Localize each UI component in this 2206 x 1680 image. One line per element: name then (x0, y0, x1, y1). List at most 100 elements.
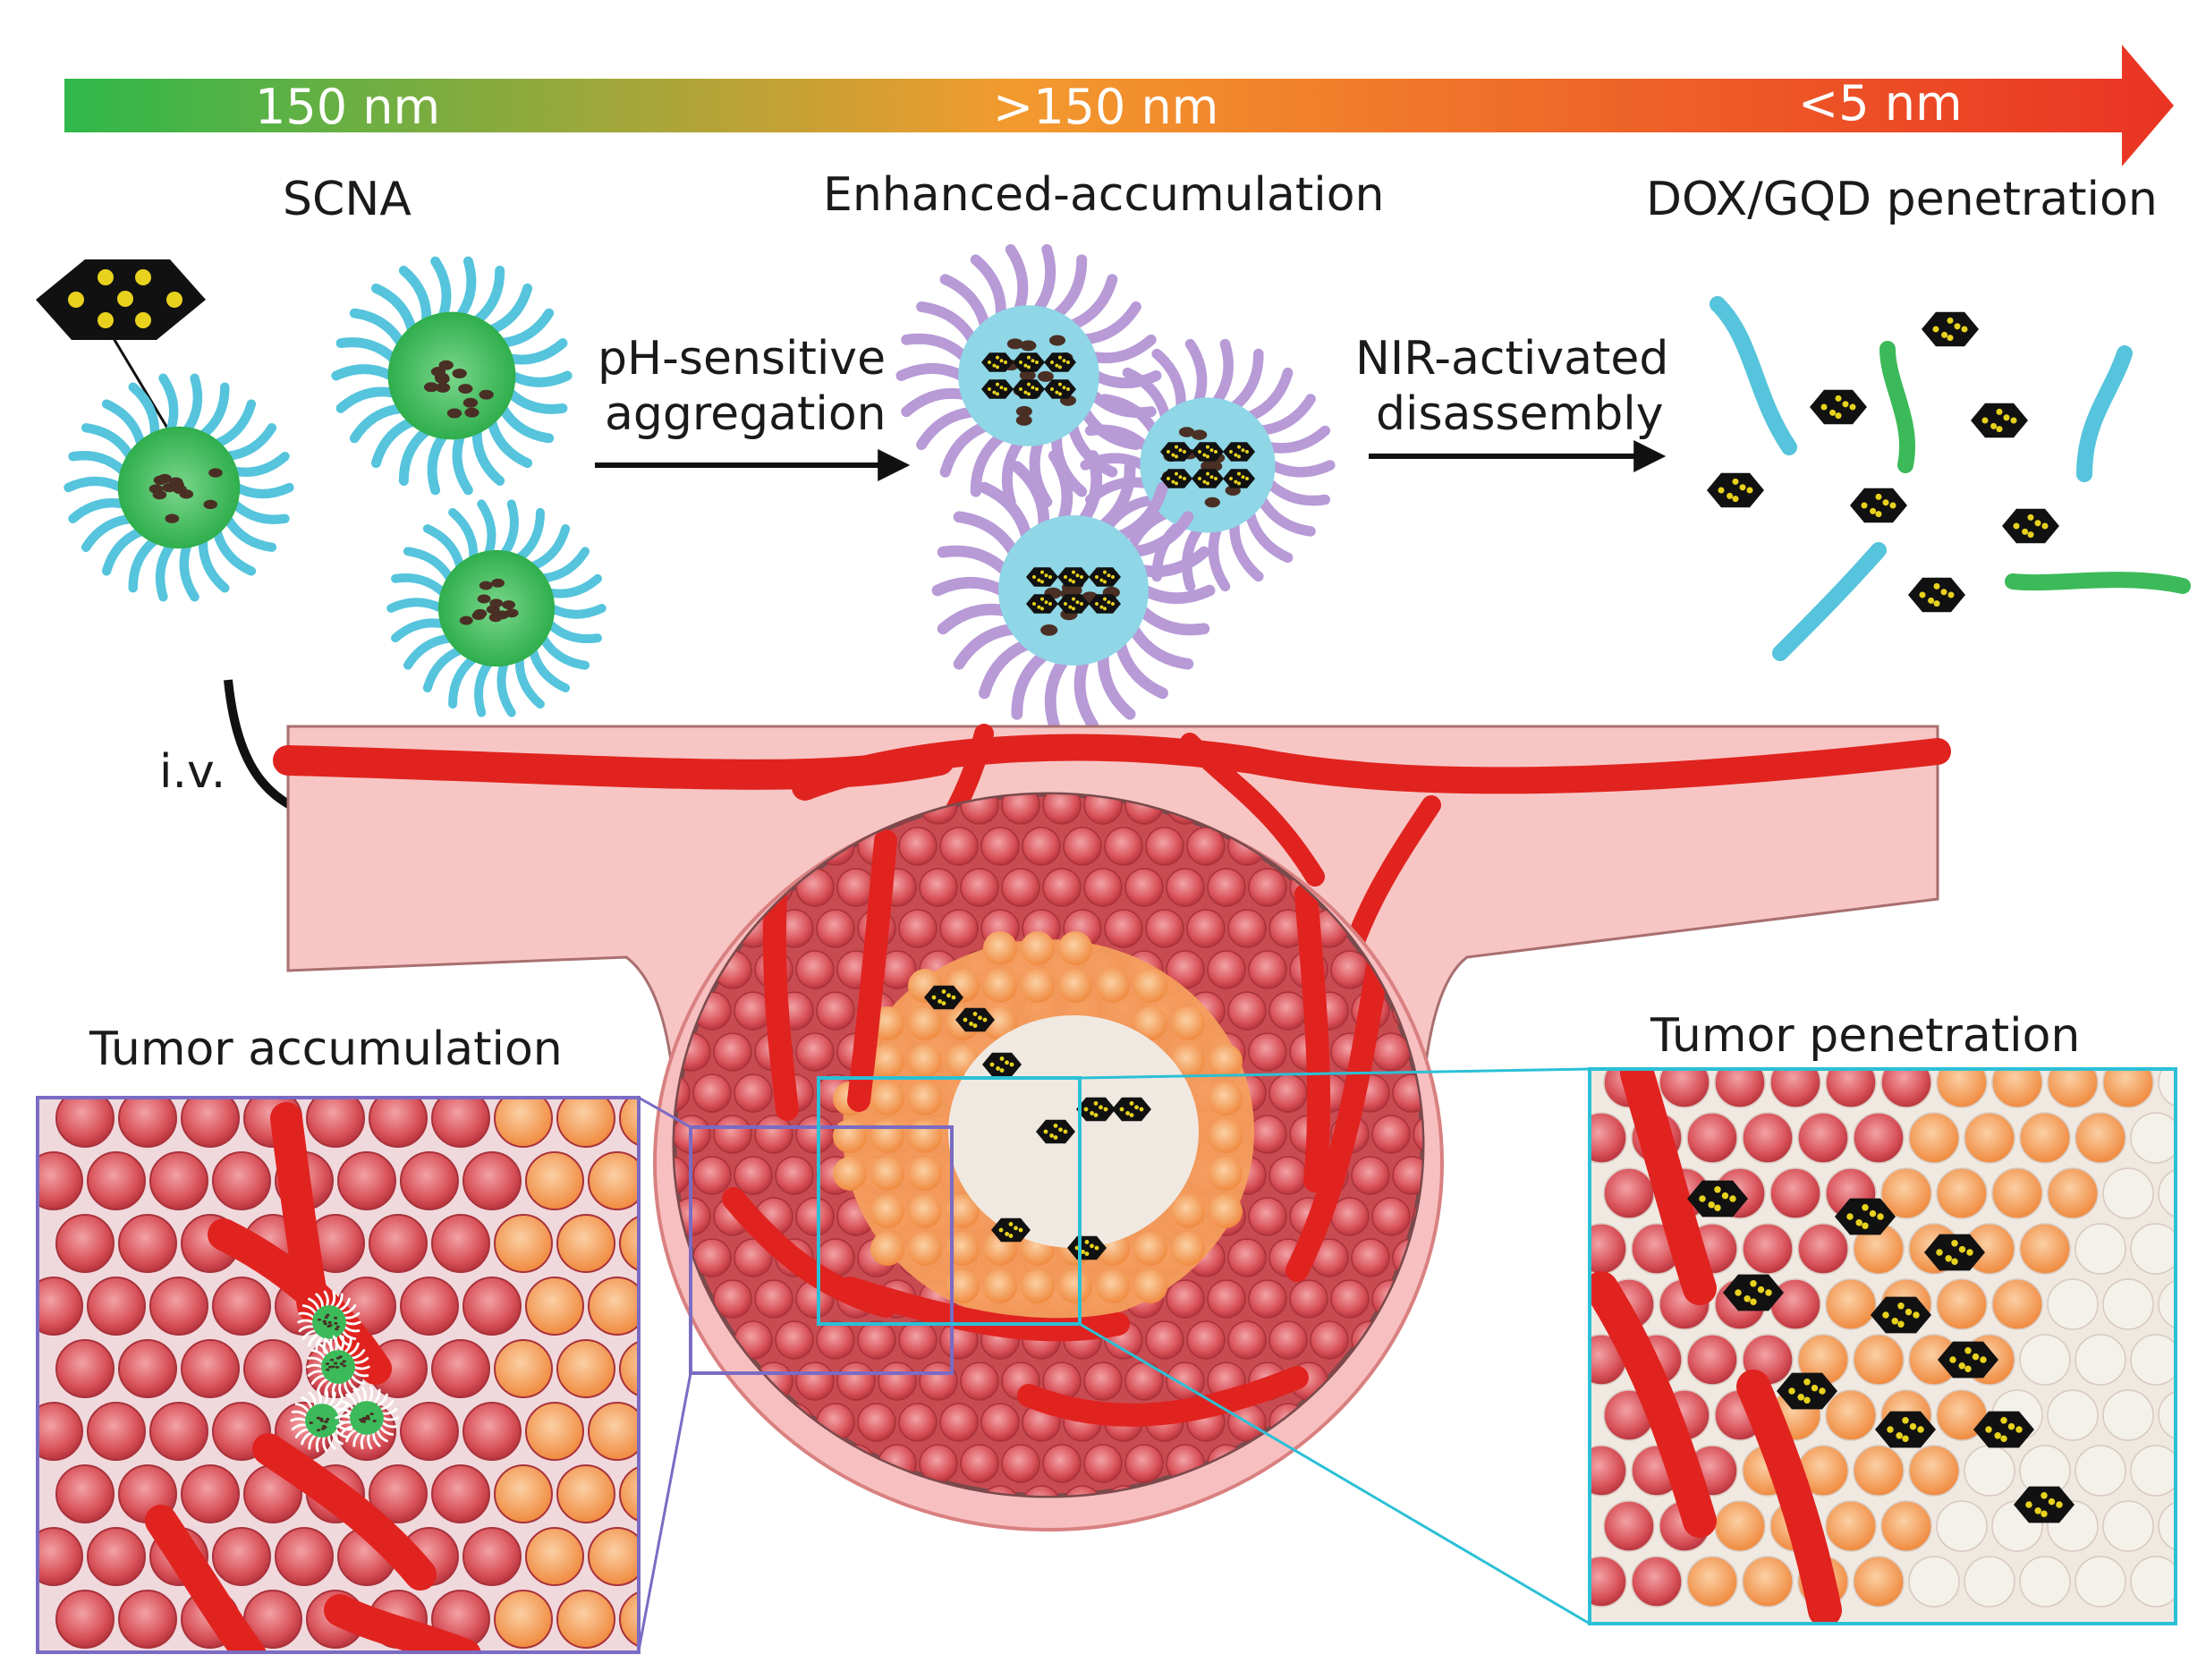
inset-cell (1936, 1167, 1988, 1219)
inset-cell (38, 1151, 83, 1210)
micelle-aggregates (895, 243, 1336, 731)
gqd-particle (1922, 311, 1979, 347)
inset-cell (2158, 1501, 2176, 1551)
gqd-particle (1777, 1372, 1837, 1410)
polymer-strand (1879, 341, 1915, 473)
inset-cell (1991, 1167, 2043, 1219)
inset-cell (1853, 1445, 1905, 1497)
inset-cell (431, 1464, 490, 1523)
inset-cell (494, 1214, 553, 1273)
inset-cell (149, 1151, 208, 1210)
inset-cell (494, 1339, 553, 1398)
inset-cell (2130, 1445, 2176, 1497)
inset-cell (2158, 1168, 2176, 1218)
inset-cell (1797, 1112, 1849, 1164)
inset-cell (2074, 1223, 2126, 1275)
tumor-vessel (847, 829, 897, 1112)
inset-cell (2074, 1445, 2126, 1497)
inset-cell (1714, 1069, 1766, 1108)
inset-cell (400, 1151, 459, 1210)
gqd-particle (1723, 1274, 1784, 1311)
inset-cell (369, 1214, 428, 1273)
inset-cell (1964, 1445, 2015, 1497)
inset-cell (462, 1527, 522, 1586)
inset-cell (1880, 1167, 1932, 1219)
inset-cell (181, 1098, 240, 1148)
inset-cell (275, 1527, 334, 1586)
inset-cell (2158, 1279, 2176, 1329)
inset-tumor-penetration (1588, 1067, 2177, 1625)
inset-cell (431, 1214, 490, 1273)
inset-cell (1631, 1556, 1683, 1608)
gqd-particle (1850, 488, 1907, 523)
inset-cell (1603, 1167, 1655, 1219)
inset-cell (306, 1098, 365, 1148)
inset-cell (588, 1402, 639, 1461)
inset-cell (337, 1151, 396, 1210)
inset-cell (494, 1590, 553, 1649)
inset-cell (588, 1277, 639, 1336)
inset-vessel (252, 1433, 437, 1591)
inset-vessel (324, 1594, 481, 1652)
stage-title-accumulation: Enhanced-accumulation (823, 168, 1384, 222)
gqd-particle (924, 985, 963, 1010)
inset-cell (588, 1527, 639, 1586)
inset-cell (55, 1098, 115, 1148)
gqd-particle (1057, 567, 1090, 587)
inset-cell (181, 1464, 240, 1523)
gqd-particle (955, 1007, 995, 1032)
micelle (297, 1290, 361, 1354)
stage-title-scna: SCNA (283, 173, 412, 226)
inset-cell (2102, 1389, 2154, 1441)
step-disassembly-line2: disassembly (1376, 387, 1663, 441)
inset-cell (525, 1527, 584, 1586)
gqd-particle (1835, 1198, 1896, 1235)
micelle (331, 256, 573, 496)
gqd-particle (1707, 472, 1764, 508)
tumor-vessel (1294, 883, 1331, 1192)
inset-cell (1590, 1223, 1627, 1275)
gqd-particle (1160, 469, 1192, 488)
inset-cell (87, 1527, 146, 1586)
inset-cell (1714, 1500, 1766, 1552)
inset-cell (2019, 1334, 2071, 1386)
inset-cell (2047, 1389, 2099, 1441)
micelle (1080, 338, 1336, 592)
inset-cell (431, 1098, 490, 1148)
inset-cell (1742, 1223, 1794, 1275)
inset-cell (149, 1402, 208, 1461)
inset-cell (556, 1590, 615, 1649)
inset-cell (1659, 1069, 1710, 1108)
inset-cell (431, 1339, 490, 1398)
inset-cell (2047, 1167, 2099, 1219)
inset-cell (1853, 1112, 1905, 1164)
inset-cell (1853, 1334, 1905, 1386)
gqd-particle (1057, 594, 1090, 614)
gqd-particle (1810, 389, 1867, 425)
inset-cell (1825, 1500, 1877, 1552)
inset-cell (118, 1590, 177, 1649)
micelle (64, 373, 294, 602)
inset-cell (588, 1151, 639, 1210)
inset-cell (1936, 1500, 1988, 1552)
gqd-particle (1026, 567, 1058, 587)
inset-cell (1880, 1500, 1932, 1552)
inset-cell (619, 1465, 639, 1523)
gqd-particle (1076, 1097, 1116, 1122)
inset-cell (1590, 1445, 1627, 1497)
gqd-particle (2002, 508, 2059, 544)
inset-cell (55, 1590, 115, 1649)
inset-cell (2158, 1069, 2176, 1107)
inset-cell (87, 1151, 146, 1210)
polymer-strand (1710, 296, 1797, 455)
scna-micelles (64, 256, 607, 717)
inset-cell (619, 1215, 639, 1272)
inset-cell (556, 1339, 615, 1398)
inset-cell (2158, 1390, 2176, 1440)
micelle (931, 450, 1216, 731)
inset-cell (1936, 1278, 1988, 1330)
inset-cell (1825, 1278, 1877, 1330)
inset-cell (462, 1402, 522, 1461)
inset-cell (1825, 1069, 1877, 1108)
